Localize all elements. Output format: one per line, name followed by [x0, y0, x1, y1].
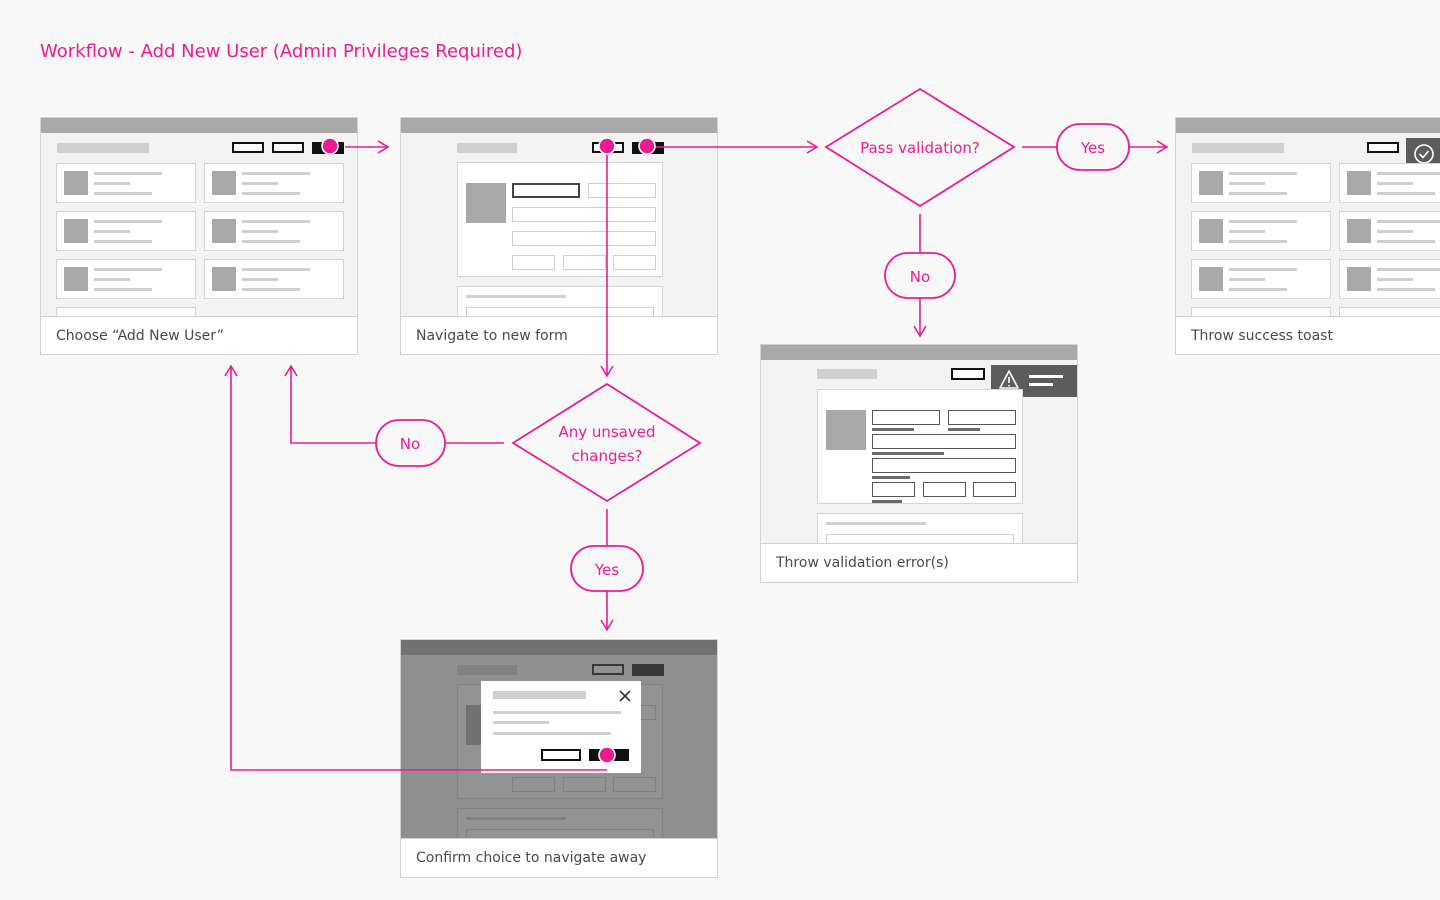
step-card-validation-error[interactable]: Throw validation error(s): [760, 344, 1078, 583]
branch-pill: [570, 545, 644, 592]
step-caption: Choose “Add New User”: [41, 316, 357, 354]
warning-icon: [999, 370, 1063, 389]
decision-diamond: [511, 382, 702, 503]
error-toast: [991, 365, 1077, 397]
step-caption: Throw validation error(s): [761, 543, 1077, 582]
branch-label-yes: Yes: [1080, 139, 1105, 157]
branch-pill: [884, 252, 956, 299]
branch-pill: [1056, 123, 1130, 171]
wireframe-screen: [41, 118, 357, 316]
branch-label-no: No: [910, 268, 930, 286]
branch-pill: [375, 419, 446, 467]
wire-form-panel: [457, 162, 663, 277]
decision-label: Any unsaved: [558, 423, 655, 441]
page-title: Workflow - Add New User (Admin Privilege…: [40, 41, 523, 62]
branch-label-yes: Yes: [594, 561, 619, 579]
decision-label: changes?: [572, 447, 643, 465]
click-point: [598, 746, 616, 764]
close-icon[interactable]: [618, 689, 632, 703]
click-point: [598, 137, 616, 155]
connector-arrow: [224, 364, 607, 771]
branch-label-no: No: [400, 435, 420, 453]
wireframe-screen: [1176, 118, 1440, 316]
decision-diamond: [824, 87, 1016, 208]
wire-button: [232, 142, 264, 153]
connector-arrow: [284, 364, 376, 444]
step-caption: Navigate to new form: [401, 316, 717, 354]
wireframe-screen: [761, 345, 1077, 543]
wire-button: [951, 368, 985, 380]
wire-cancel-button: [541, 749, 581, 761]
decision-label: Pass validation?: [860, 139, 980, 157]
step-caption: Confirm choice to navigate away: [401, 838, 717, 877]
wire-button: [1367, 142, 1399, 153]
wireframe-screen: [401, 640, 717, 838]
click-point: [638, 137, 656, 155]
wireframe-screen: [401, 118, 717, 316]
step-card-navigate[interactable]: Navigate to new form: [400, 117, 718, 355]
click-point: [321, 137, 339, 155]
wire-button: [272, 142, 304, 153]
step-card-confirm[interactable]: Confirm choice to navigate away: [400, 639, 718, 878]
step-caption: Throw success toast: [1176, 316, 1440, 354]
step-card-success[interactable]: Throw success toast: [1175, 117, 1440, 355]
wire-form-panel: [817, 389, 1023, 504]
step-card-choose[interactable]: Choose “Add New User”: [40, 117, 358, 355]
